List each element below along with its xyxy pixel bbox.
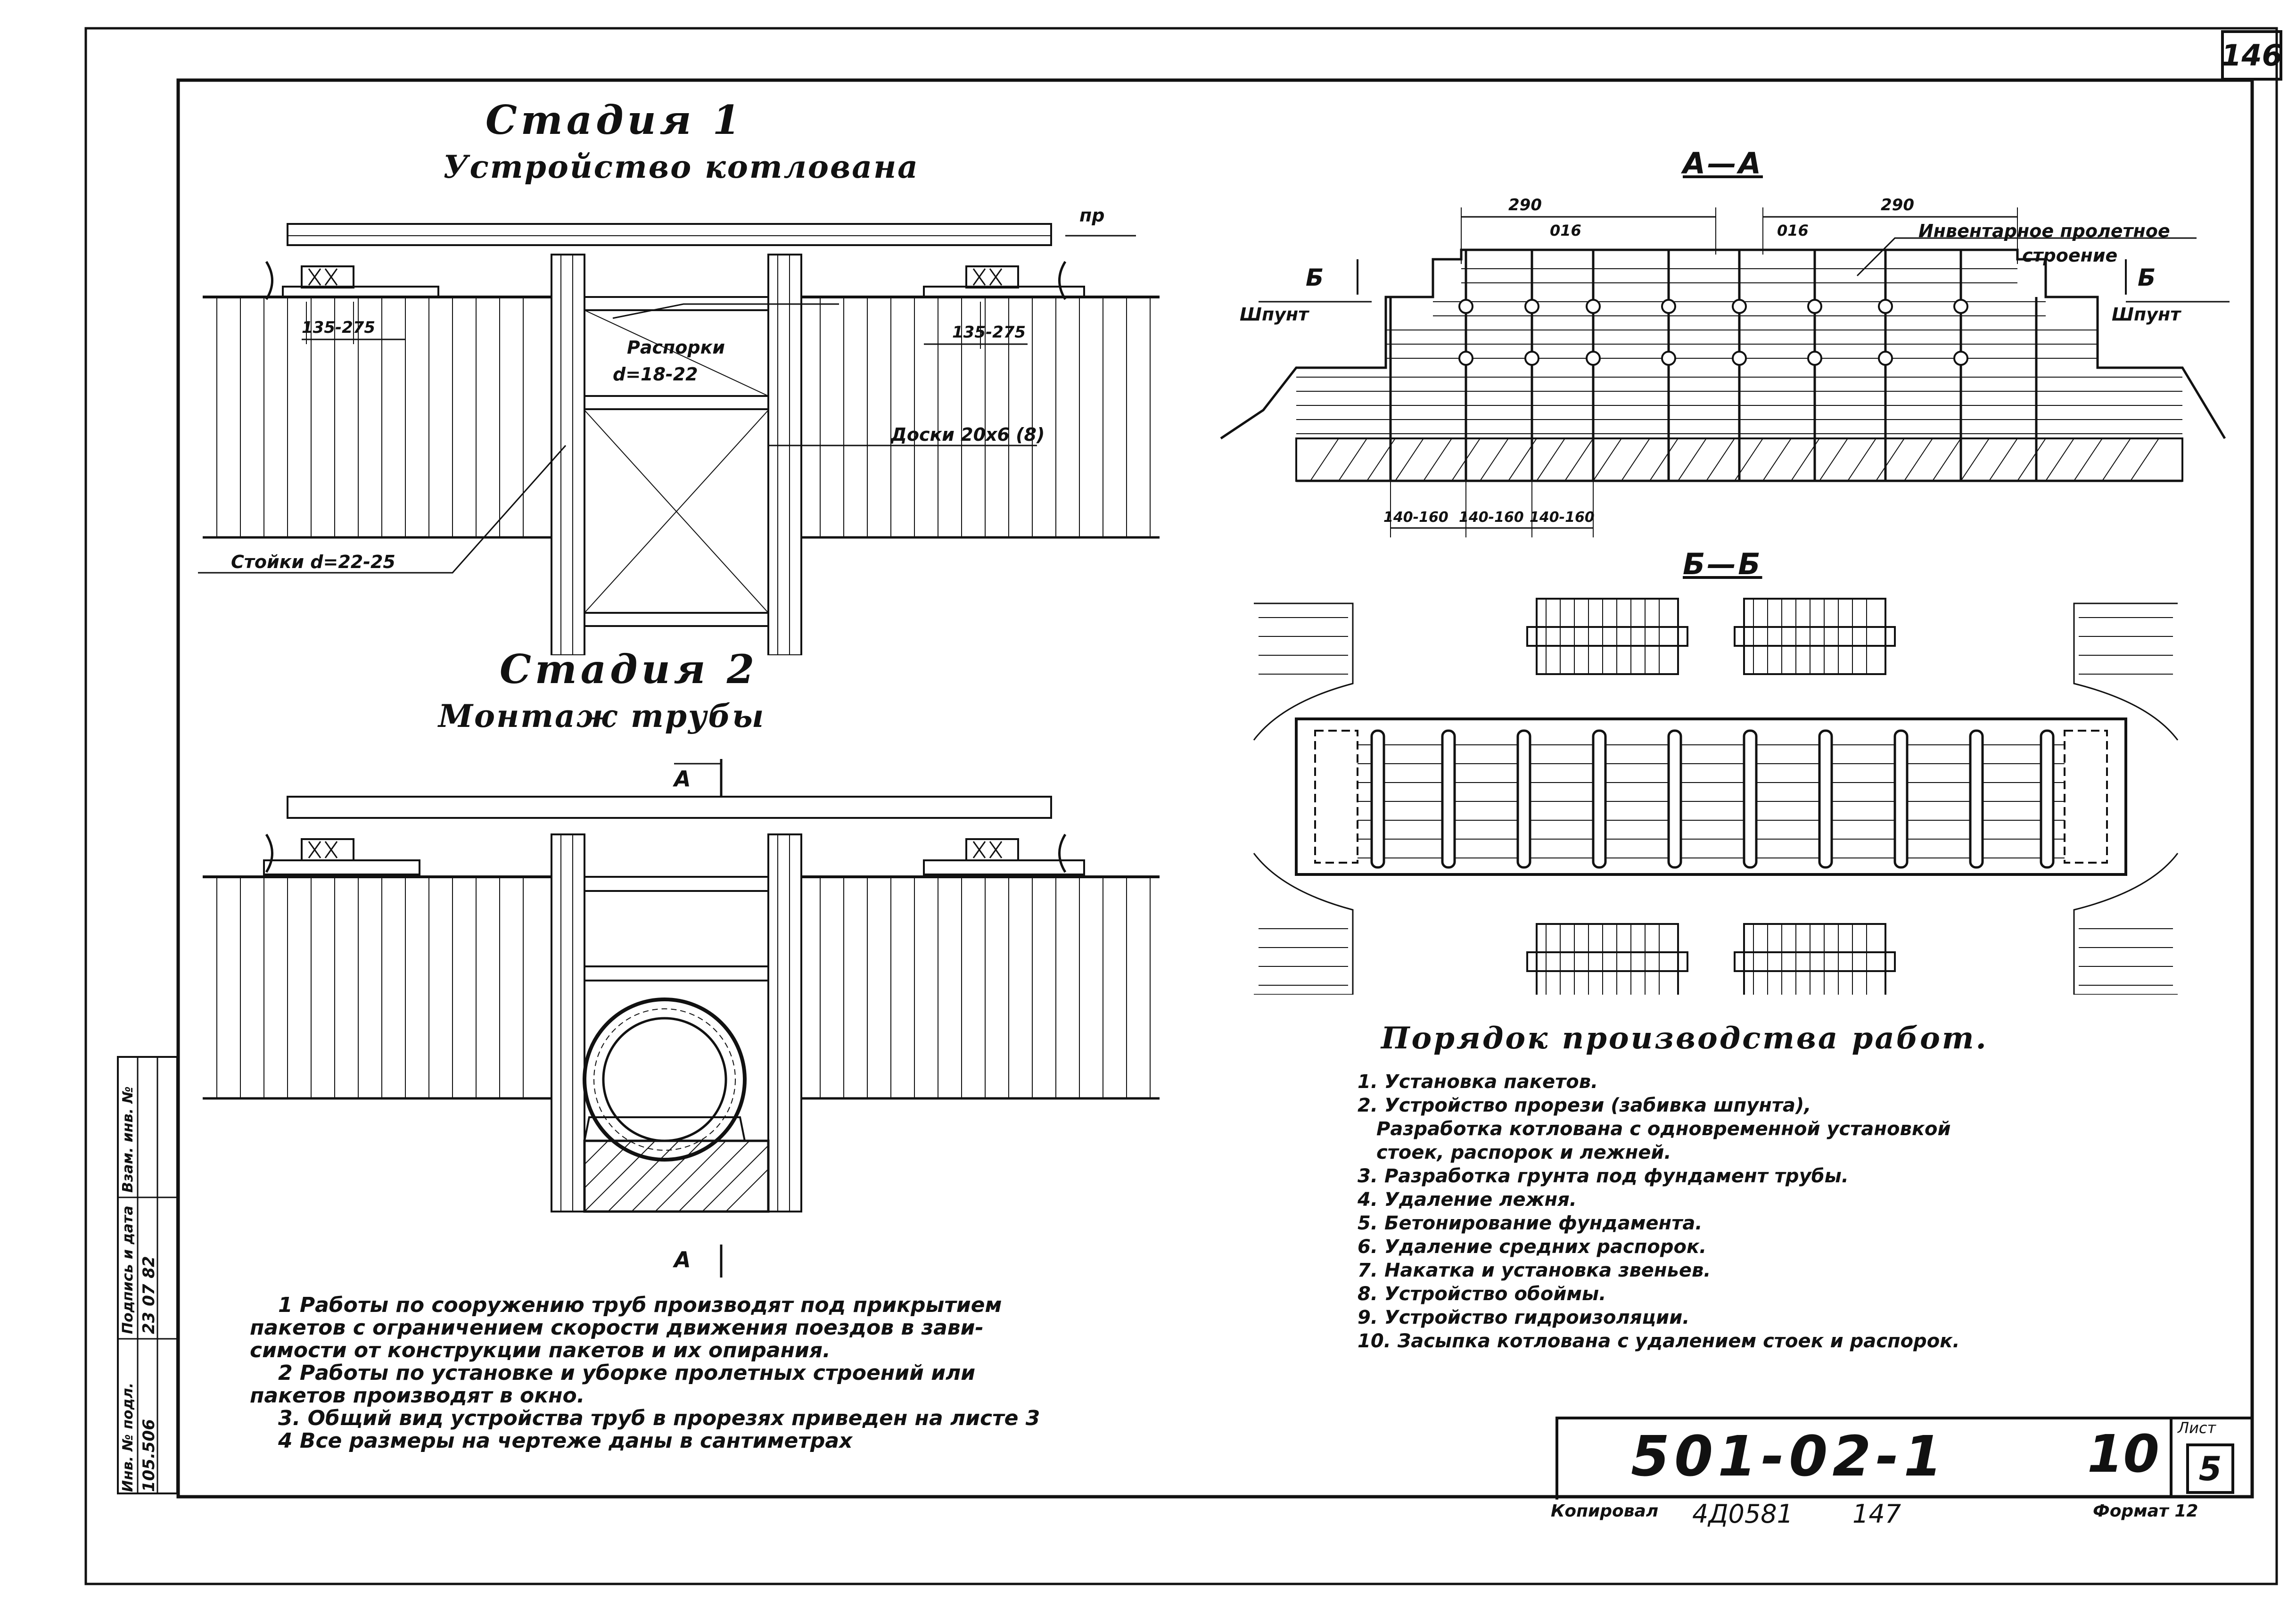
dim-290-left: 290 [1508,196,1542,214]
side-col2-label: Подпись и дата [120,1205,136,1334]
section-mark-a-bottom: А [674,1247,691,1272]
label-sheet-pile-left: Шпунт [1240,304,1309,325]
label-inventory-span-2: строение [2022,245,2118,266]
work-step: 1. Установка пакетов. [1358,1071,1598,1093]
work-step: 7. Накатка и установка звеньев. [1358,1260,1711,1281]
label-boards: Доски 20х6 (8) [891,424,1045,445]
side-col2-value: 23 07 82 [140,1256,158,1334]
label-sheet-pile-right: Шпунт [2112,304,2181,325]
section-mark-b-left: Б [1306,264,1324,291]
note-line: пакетов производят в окно. [250,1384,585,1408]
copied-label: Копировал [1551,1501,1659,1521]
dim-016-left: 016 [1550,222,1581,239]
side-col3-label: Взам. инв. № [120,1086,136,1193]
stage1-drawing [198,223,1160,655]
work-step: 4. Удаление лежня. [1358,1189,1577,1211]
work-step: 5. Бетонирование фундамента. [1358,1212,1703,1234]
work-step: 10. Засыпка котлована с удалением стоек … [1358,1330,1960,1352]
label-posts: Стойки d=22-25 [231,552,395,572]
note-line: симости от конструкции пакетов и их опир… [250,1338,831,1362]
note-line: 4 Все размеры на чертеже даны в сантимет… [278,1429,853,1453]
copied-value: 4Д0581 [1692,1499,1793,1529]
label-struts: Распорки [627,337,725,358]
sheet-corner-number: 146 [2221,30,2282,81]
dim-140-160-1: 140-160 [1383,509,1448,526]
note-line: 3. Общий вид устройства труб в прорезях … [278,1406,1040,1430]
work-step: 2. Устройство прорези (забивка шпунта), [1358,1095,1811,1116]
section-mark-a-top: А [674,766,691,792]
section-bb-title: Б—Б [1683,547,1762,581]
section-aa-drawing [1220,207,2230,537]
general-notes: 1 Работы по сооружению труб производят п… [250,1294,1040,1452]
section-mark-b-right: Б [2138,264,2156,291]
work-order-list: 1. Установка пакетов. 2. Устройство прор… [1358,1070,1960,1353]
side-col1-label: Инв. № подл. [120,1382,136,1492]
section-bb-drawing [1253,598,2179,995]
dim-135-275-left: 135-275 [302,318,376,337]
dim-135-275-right: 135-275 [952,323,1026,342]
label-struts-d: d=18-22 [613,364,698,385]
stage2-drawing [203,759,1160,1278]
stage2-title: Стадия 2 [500,646,758,693]
label-pr: пр [1079,205,1105,226]
work-step: 3. Разработка грунта под фундамент трубы… [1358,1165,1849,1187]
dim-140-160-3: 140-160 [1530,509,1595,526]
section-aa-title: А—А [1683,146,1763,181]
stage1-subtitle: Устройство котлована [443,148,919,185]
work-step: Разработка котлована с одновременной уст… [1376,1118,1951,1140]
document-code: 501-02-1 [1631,1424,1947,1489]
work-step: 6. Удаление средних распорок. [1358,1236,1707,1258]
side-stamp-grid [117,1056,178,1494]
note-line: 2 Работы по установке и уборке пролетных… [278,1361,976,1385]
list-number: 5 [2186,1443,2234,1494]
note-line: пакетов с ограничением скорости движения… [250,1316,984,1340]
title-stamp [1555,1417,2252,1500]
album-number: 10 [2087,1424,2160,1484]
side-stamp: Инв. № подл. 105.506 Подпись и дата 23 0… [117,1056,178,1494]
stage2-subtitle: Монтаж трубы [438,698,765,734]
dim-016-right: 016 [1777,222,1809,239]
side-col1-value: 105.506 [140,1419,158,1492]
label-inventory-span: Инвентарное пролетное [1918,221,2170,241]
stage1-title: Стадия 1 [486,97,744,143]
work-step: 9. Устройство гидроизоляции. [1358,1307,1690,1328]
work-order-title: Порядок производства работ. [1381,1021,1988,1056]
list-label: Лист [2178,1419,2216,1437]
dim-140-160-2: 140-160 [1459,509,1524,526]
copied-number: 147 [1852,1499,1901,1529]
work-step: 8. Устройство обоймы. [1358,1283,1606,1305]
dim-290-right: 290 [1881,196,1914,214]
stamp-dividers [2170,1417,2173,1497]
note-line: 1 Работы по сооружению труб производят п… [278,1293,1002,1317]
work-step: стоек, распорок и лежней. [1376,1142,1671,1163]
format-label: Формат 12 [2093,1501,2198,1521]
